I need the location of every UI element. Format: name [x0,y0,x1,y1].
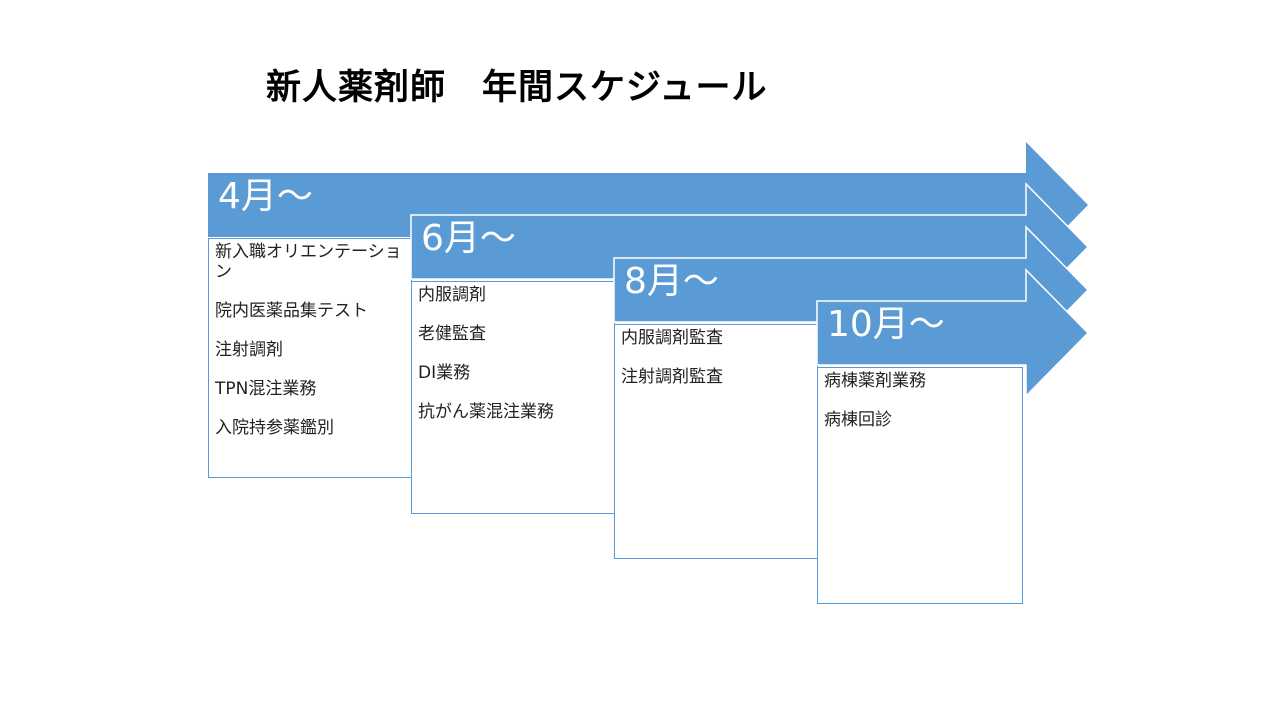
task-box-1: 新入職オリエンテーション 院内医薬品集テスト 注射調剤 TPN混注業務 入院持参… [208,238,412,478]
task-item: 老健監査 [418,324,486,344]
task-item: 院内医薬品集テスト [215,300,368,321]
stage-label-1: 4月～ [218,176,313,217]
task-item: 入院持参薬鑑別 [215,417,334,438]
task-list-2: 内服調剤 老健監査 DI業務 抗がん薬混注業務 [418,285,608,423]
page-title: 新人薬剤師 年間スケジュール [266,68,768,108]
task-box-4: 病棟薬剤業務 病棟回診 [817,367,1023,604]
task-list-1: 新入職オリエンテーション 院内医薬品集テスト 注射調剤 TPN混注業務 入院持参… [215,242,405,438]
task-item: TPN混注業務 [215,378,317,399]
task-item: 内服調剤 [418,285,486,305]
task-item: 注射調剤 [215,339,283,360]
task-list-3: 内服調剤監査 注射調剤監査 [621,328,811,388]
task-item: DI業務 [418,363,471,383]
task-item: 病棟薬剤業務 [824,371,926,391]
task-item: 病棟回診 [824,410,892,430]
stage-label-2: 6月～ [421,218,516,259]
task-box-3: 内服調剤監査 注射調剤監査 [614,324,818,559]
task-item: 抗がん薬混注業務 [418,402,554,422]
task-item: 注射調剤監査 [621,367,723,387]
task-box-2: 内服調剤 老健監査 DI業務 抗がん薬混注業務 [411,281,615,514]
stage-label-3: 8月～ [624,261,719,302]
task-item: 内服調剤監査 [621,328,723,348]
stage-label-4: 10月～ [827,304,945,345]
task-item: 新入職オリエンテーション [215,242,402,282]
task-list-4: 病棟薬剤業務 病棟回診 [824,371,1016,431]
